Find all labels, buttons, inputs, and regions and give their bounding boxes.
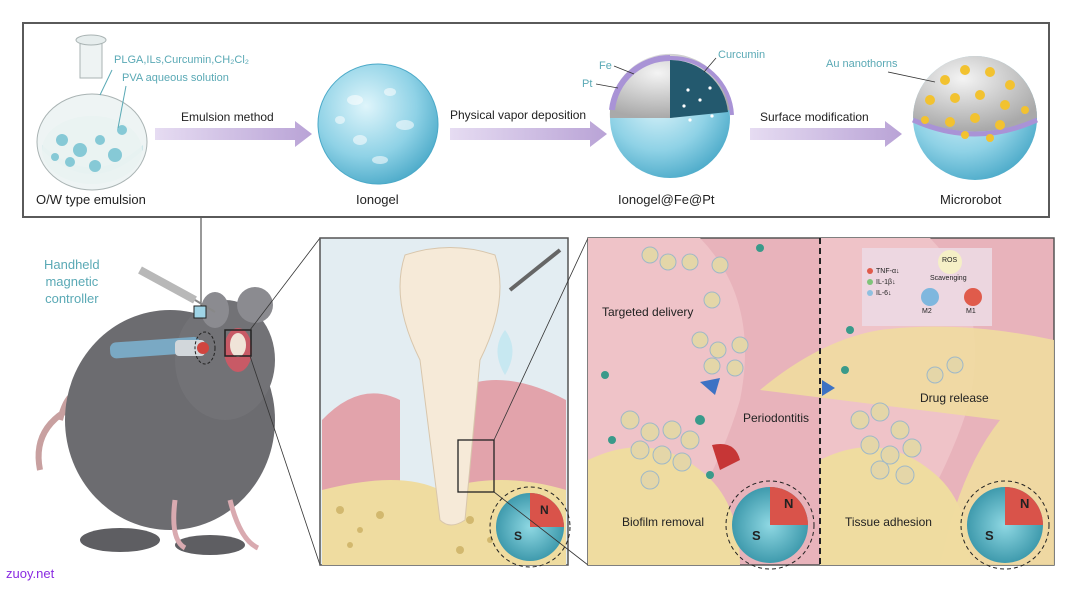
label-biofilm-removal: Biofilm removal — [622, 515, 705, 529]
microrobot-sphere-icon — [887, 56, 1039, 180]
label-au-nanothorns: Au nanothorns — [826, 58, 898, 70]
mouse-illustration — [35, 287, 275, 555]
label-curcumin: Curcumin — [718, 49, 766, 61]
right-magnet-1-s: S — [752, 528, 761, 543]
inset-m1: M1 — [966, 308, 976, 315]
stage-ionogel-fe-pt: Ionogel@Fe@Pt — [618, 192, 715, 207]
microrobot-cluster — [620, 246, 964, 490]
flask-icon — [36, 34, 148, 191]
cytokine-il6: IL-6↓ — [876, 290, 892, 297]
label-pt: Pt — [582, 78, 593, 90]
cytokine-il1b: IL-1β↓ — [876, 279, 896, 286]
coated-sphere-icon — [595, 53, 734, 178]
arrow-label-emulsion: Emulsion method — [181, 110, 274, 124]
mid-magnet-s: S — [514, 529, 522, 543]
mid-magnet-n: N — [540, 503, 549, 517]
inset-m2: M2 — [922, 308, 932, 315]
label-periodontitis: Periodontitis — [743, 411, 810, 425]
cytokine-tnf: TNF-α↓ — [876, 268, 900, 275]
inflammation-inset — [862, 248, 992, 326]
right-magnet-2 — [960, 480, 1050, 570]
right-magnet-2-s: S — [985, 528, 994, 543]
tissue-background — [588, 238, 1054, 565]
label-drug-release: Drug release — [920, 391, 989, 405]
stage-microrobot: Microrobot — [940, 192, 1002, 207]
arrow-emulsion — [155, 121, 312, 147]
inset-ros: ROS — [942, 257, 958, 264]
controller-label: Handheld magnetic controller — [44, 256, 100, 307]
tooth-illustration — [322, 247, 571, 568]
watermark: zuoy.net — [6, 566, 55, 581]
label-tissue-adhesion: Tissue adhesion — [845, 515, 932, 529]
inset-scavenging: Scavenging — [930, 275, 967, 282]
biofilm-bacteria — [601, 244, 854, 479]
right-magnet-2-n: N — [1020, 496, 1029, 511]
arrow-label-surface: Surface modification — [760, 110, 869, 124]
label-fe: Fe — [599, 60, 612, 72]
ionogel-sphere-icon — [317, 63, 439, 185]
label-targeted-delivery: Targeted delivery — [602, 305, 694, 319]
right-magnet-1-n: N — [784, 496, 793, 511]
controller-label-line-3: controller — [45, 291, 99, 306]
arrow-pvd — [450, 121, 607, 147]
syringe-icon — [138, 266, 216, 319]
flask-label-1: PLGA,ILs,Curcumin,CH₂Cl₂ — [114, 54, 250, 66]
arrow-surface — [750, 121, 902, 147]
stage-ionogel: Ionogel — [356, 192, 399, 207]
cytokine-list: TNF-α↓ IL-1β↓ IL-6↓ — [876, 266, 900, 299]
magnetic-controller-icon — [109, 331, 216, 365]
synthesis-panel — [22, 22, 1050, 218]
right-magnet-1 — [725, 480, 815, 570]
controller-label-line-2: magnetic — [45, 274, 99, 289]
stage-emulsion: O/W type emulsion — [36, 192, 146, 207]
controller-label-line-1: Handheld — [44, 257, 100, 272]
flask-label-2: PVA aqueous solution — [122, 72, 229, 84]
arrow-label-pvd: Physical vapor deposition — [450, 108, 587, 122]
